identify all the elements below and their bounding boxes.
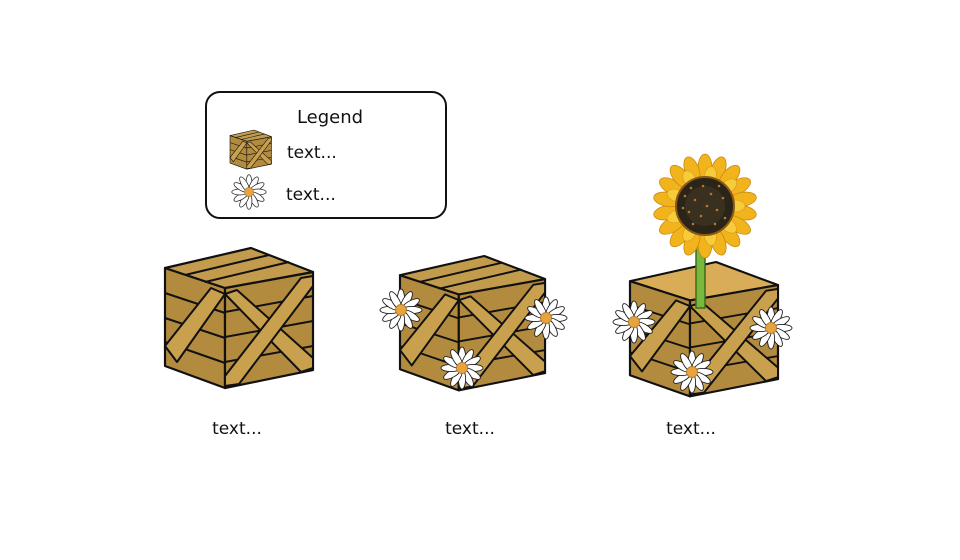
scene-1: text... xyxy=(163,246,315,439)
scene-3: text... xyxy=(612,153,793,439)
scene-3-label: text... xyxy=(666,419,716,439)
legend-label-daisy: text... xyxy=(286,185,336,205)
sunflower-icon xyxy=(653,153,757,259)
legend-box xyxy=(205,91,447,219)
scene-2-label: text... xyxy=(445,419,495,439)
scene-2: text... xyxy=(379,254,568,439)
crate-closed xyxy=(163,246,315,390)
legend-label-crate: text... xyxy=(287,143,337,163)
legend: Legend text... text... xyxy=(205,91,447,219)
legend-title: Legend xyxy=(297,107,363,128)
crate-icon xyxy=(229,129,272,170)
scene-1-label: text... xyxy=(212,419,262,439)
